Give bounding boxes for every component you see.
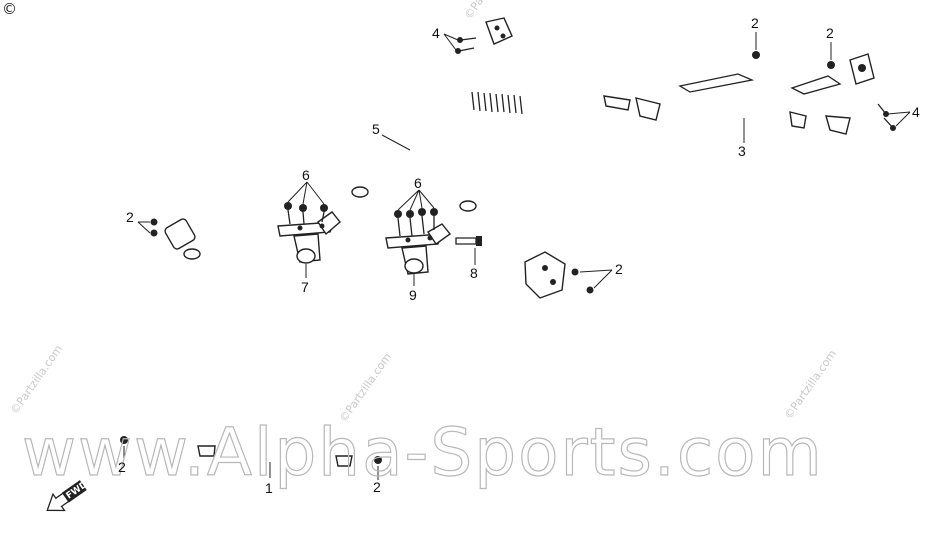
handle-clamp-right (385, 223, 452, 275)
knurled-grip (471, 91, 523, 115)
callout-part-2: 2 (373, 479, 381, 495)
callout-part-2: 2 (126, 209, 134, 225)
callout-part-2: 2 (118, 459, 126, 475)
callout-part-6: 6 (302, 167, 310, 183)
grab-handle (351, 91, 551, 213)
callout-part-5: 5 (372, 121, 380, 137)
bolt-part-8 (455, 236, 482, 246)
upper-roll-bar (485, 17, 875, 135)
watermark-stamp: ©Partzilla.com (462, 0, 519, 22)
callout-part-9: 9 (409, 287, 417, 303)
callout-part-4: 4 (912, 104, 920, 120)
callout-part-1: 1 (265, 480, 273, 496)
callout-part-6: 6 (414, 175, 422, 191)
callout-numbers: 1 2 2 2 2 2 2 3 4 4 5 6 6 7 8 9 (118, 15, 920, 496)
handle-clamp-left (277, 211, 341, 264)
rear-bumper-bar (92, 218, 566, 467)
leader-lines (123, 32, 911, 480)
callout-part-2: 2 (615, 261, 623, 277)
watermark-stamp: ©Partzilla.com (782, 348, 839, 422)
copyright-mark: © (2, 0, 17, 18)
callout-part-4: 4 (432, 25, 440, 41)
callout-part-3: 3 (738, 143, 746, 159)
callout-part-2: 2 (826, 25, 834, 41)
watermark-text: www.Alpha-Sports.com (22, 414, 824, 491)
callout-part-8: 8 (470, 265, 478, 281)
callout-part-2: 2 (751, 15, 759, 31)
fasteners (120, 37, 896, 464)
callout-part-7: 7 (301, 279, 309, 295)
watermark-stamp: ©Partzilla.com (8, 343, 65, 417)
